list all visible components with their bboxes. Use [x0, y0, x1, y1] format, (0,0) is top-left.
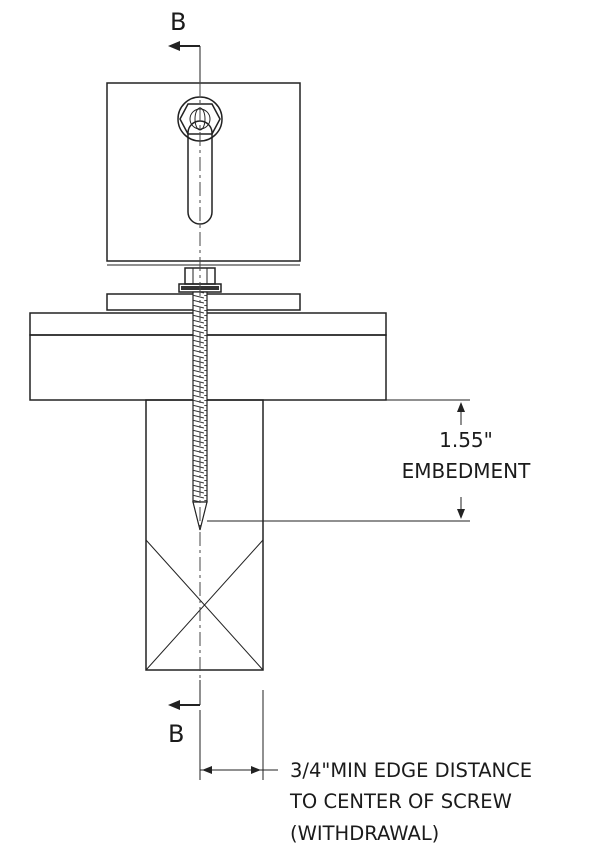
embedment-value: 1.55"	[439, 428, 493, 452]
edge-distance-note: 3/4"MIN EDGE DISTANCE TO CENTER OF SCREW…	[289, 759, 532, 845]
adjustment-slot	[187, 120, 213, 225]
embedment-dimension: 1.55" EMBEDMENT	[207, 399, 532, 522]
note-line-3: (WITHDRAWAL)	[290, 822, 439, 845]
bracket	[106, 82, 301, 311]
roofing-membrane	[29, 312, 387, 336]
deck-board	[29, 334, 387, 401]
screw-threads	[193, 292, 207, 502]
section-arrowhead-top	[168, 41, 180, 51]
note-line-2: TO CENTER OF SCREW	[289, 790, 512, 813]
hex-nut	[179, 103, 221, 135]
sheathing-layer	[29, 312, 387, 401]
dim-arrowhead-top	[457, 402, 465, 412]
section-label-top: B	[170, 8, 186, 36]
lag-screw	[192, 291, 208, 531]
edge-distance-dimension	[199, 690, 278, 780]
section-marker-top: B	[168, 8, 201, 82]
dim-arrowhead-bottom	[457, 509, 465, 519]
embedment-label: EMBEDMENT	[402, 459, 532, 483]
section-marker-bottom: B	[168, 680, 201, 748]
note-line-1: 3/4"MIN EDGE DISTANCE	[290, 759, 532, 782]
section-label-bottom: B	[168, 720, 184, 748]
section-arrowhead-bottom	[168, 700, 180, 710]
